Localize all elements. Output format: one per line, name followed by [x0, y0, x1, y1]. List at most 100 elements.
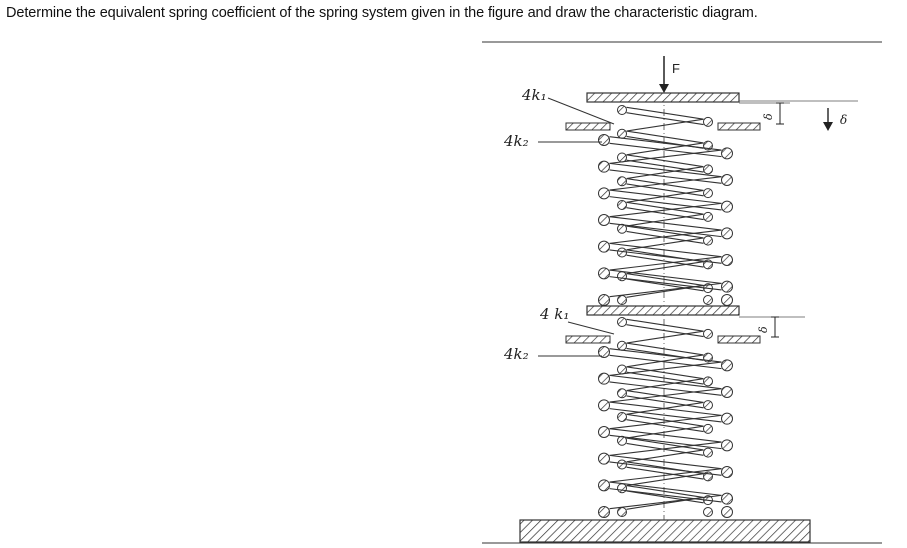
middle-secondary-plate-left	[565, 335, 611, 344]
spring-coil-section	[703, 447, 713, 458]
spring-coil-section	[617, 507, 627, 517]
spring-wire	[609, 381, 722, 396]
spring-wire	[609, 408, 722, 423]
spring-wire	[626, 425, 704, 439]
spring-wire	[626, 413, 704, 427]
spring-coil-section	[598, 294, 610, 306]
spring-coil-section	[617, 271, 627, 282]
spring-wire	[609, 401, 722, 416]
question-text: Determine the equivalent spring coeffici…	[6, 5, 758, 21]
spring-coil-section	[617, 317, 627, 327]
spring-wire	[626, 485, 704, 498]
spring-wire	[609, 242, 722, 258]
label-top-inner-spring: 4k₁	[521, 86, 547, 104]
spring-wire	[626, 318, 704, 332]
spring-wire	[626, 278, 704, 292]
spring-coil-section	[617, 128, 627, 139]
spring-wire	[626, 166, 704, 180]
spring-wire	[609, 249, 722, 264]
spring-coil-section	[703, 164, 713, 175]
lower-gap-label: δ	[757, 326, 770, 333]
spring-coil-section	[617, 295, 627, 305]
spring-coil-section	[598, 506, 610, 518]
spring-coil-section	[703, 211, 713, 222]
label-top-outer-spring: 4k₂	[503, 132, 529, 150]
spring-wire	[609, 468, 722, 483]
force-arrowhead	[659, 84, 669, 93]
spring-coil-section	[721, 412, 733, 425]
spring-coil-section	[617, 483, 627, 494]
spring-wire	[609, 229, 722, 244]
middle-secondary-plate-right	[717, 335, 761, 344]
spring-coil-section	[617, 412, 627, 422]
spring-wire	[609, 176, 722, 191]
spring-wire	[609, 169, 722, 184]
spring-wire	[626, 473, 704, 487]
spring-wire	[626, 159, 704, 173]
spring-wire	[626, 354, 704, 368]
top-secondary-plate-left	[565, 122, 611, 131]
top-secondary-plate-right	[717, 122, 761, 131]
spring-wire	[626, 213, 704, 227]
spring-wire	[609, 282, 722, 298]
spring-coil-section	[598, 187, 610, 200]
spring-coil-section	[617, 152, 627, 163]
spring-wire	[609, 222, 722, 238]
spring-wire	[626, 183, 704, 197]
spring-coil-section	[598, 160, 610, 173]
spring-coil-section	[721, 280, 733, 293]
middle-plate	[586, 305, 740, 316]
spring-wire	[609, 269, 722, 284]
spring-wire	[626, 112, 704, 126]
spring-coil-section	[703, 235, 713, 246]
upper-gap-label: δ	[762, 113, 775, 120]
spring-coil-section	[703, 116, 713, 127]
spring-wire	[609, 142, 722, 158]
spring-coil-section	[598, 134, 610, 146]
spring-wire	[626, 466, 704, 480]
spring-coil-section	[721, 466, 733, 478]
spring-coil-section	[721, 147, 733, 160]
spring-coil-section	[617, 388, 627, 399]
spring-wire	[626, 142, 704, 156]
spring-coil-section	[703, 400, 713, 411]
spring-wire	[609, 216, 722, 231]
springs-group	[598, 105, 733, 518]
spring-coil-section	[721, 227, 733, 240]
spring-wire	[609, 189, 722, 204]
spring-coil-section	[721, 254, 733, 266]
spring-wire	[626, 419, 704, 433]
spring-wire	[609, 488, 722, 503]
spring-wire	[626, 366, 704, 380]
spring-coil-section	[617, 340, 627, 351]
spring-coil-section	[721, 294, 733, 306]
spring-coil-section	[703, 188, 713, 199]
spring-wire	[626, 237, 704, 251]
ground-base	[519, 519, 811, 543]
spring-wire	[626, 442, 704, 456]
spring-wire	[609, 434, 722, 450]
spring-wire	[609, 162, 722, 178]
spring-wire	[609, 374, 722, 390]
spring-coil-section	[598, 240, 610, 253]
spring-wire	[609, 256, 722, 271]
spring-wire	[626, 378, 704, 392]
spring-wire	[626, 324, 704, 338]
spring-wire	[609, 276, 722, 291]
spring-coil-section	[598, 346, 610, 358]
spring-coil-section	[703, 328, 713, 339]
spring-wire	[626, 178, 704, 191]
spring-wire	[609, 354, 722, 370]
spring-coil-section	[721, 439, 733, 452]
spring-wire	[626, 371, 704, 385]
spring-wire	[626, 342, 704, 356]
top-plate	[586, 92, 740, 103]
spring-coil-section	[721, 174, 733, 186]
spring-wire	[609, 388, 722, 403]
spring-coil-section	[703, 295, 713, 305]
spring-coil-section	[598, 214, 610, 226]
spring-coil-section	[703, 376, 713, 387]
spring-wire	[626, 154, 704, 168]
spring-coil-section	[598, 479, 610, 492]
